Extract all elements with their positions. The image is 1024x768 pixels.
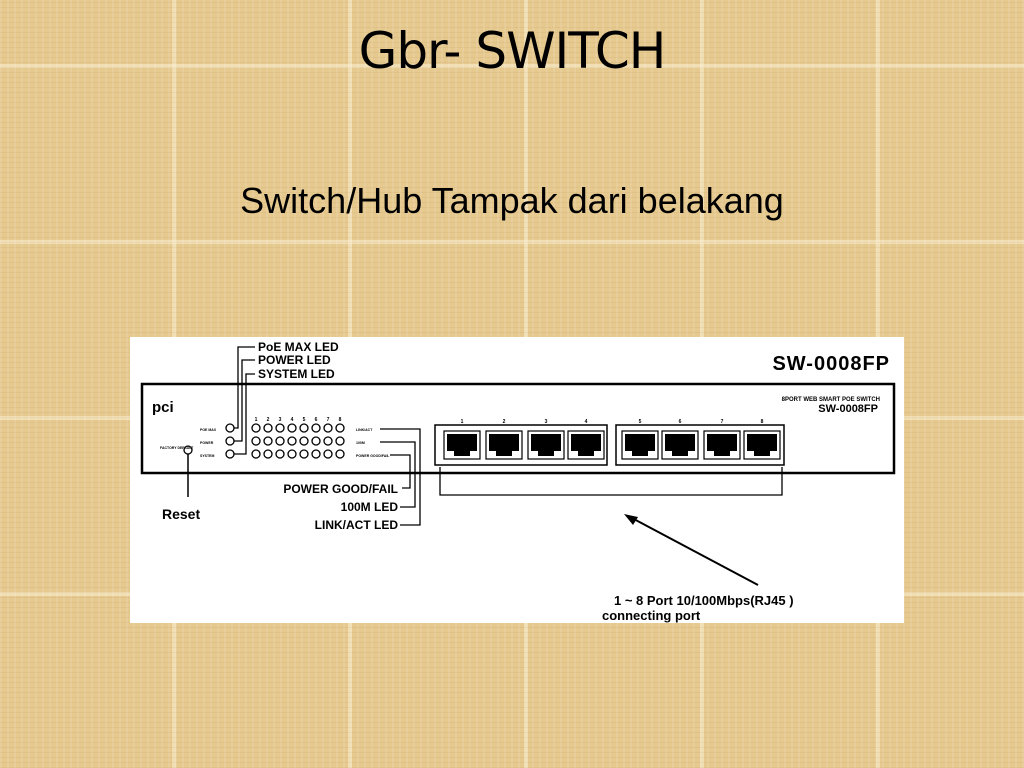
100m-leader xyxy=(380,441,416,508)
port-led-grid: 1 2 3 4 5 6 7 8 xyxy=(251,417,345,459)
port-status-led xyxy=(335,436,345,446)
rj45-port-socket xyxy=(625,434,655,456)
panel-status-label-1: 100M xyxy=(356,441,365,445)
port-number: 2 xyxy=(503,419,506,425)
rj45-port-socket xyxy=(447,434,477,456)
rj45-port xyxy=(703,430,741,460)
port-status-led xyxy=(311,436,321,446)
led-grid-number: 1 xyxy=(255,417,258,423)
port-caption-line1: 1 ~ 8 Port 10/100Mbps(RJ45 ) xyxy=(614,593,794,608)
rj45-port-socket xyxy=(747,434,777,456)
ports-bracket xyxy=(439,467,783,496)
port-status-led xyxy=(299,423,309,433)
led-2 xyxy=(225,449,235,459)
rj45-port-socket xyxy=(665,434,695,456)
panel-led-label-2: SYSTEM xyxy=(200,454,214,458)
panel-status-label-0: LINK/ACT xyxy=(356,428,373,432)
led-label-system: SYSTEM LED xyxy=(258,367,335,381)
led-grid-number: 5 xyxy=(303,417,306,423)
rj45-ports: 1 2 3 4 5 6 7 8 xyxy=(443,419,781,460)
led-0 xyxy=(225,423,235,433)
ports-arrow xyxy=(629,516,759,586)
rj45-port xyxy=(621,430,659,460)
port-status-led xyxy=(299,449,309,459)
port-status-led xyxy=(287,423,297,433)
port-group-1 xyxy=(434,424,608,466)
led-grid-number: 2 xyxy=(267,417,270,423)
rj45-port xyxy=(743,430,781,460)
port-status-led xyxy=(275,436,285,446)
power-good-leader xyxy=(390,454,411,489)
port-status-led xyxy=(311,423,321,433)
port-status-led xyxy=(251,423,261,433)
power-led-leader xyxy=(234,359,255,442)
port-status-led xyxy=(299,436,309,446)
port-status-led xyxy=(311,449,321,459)
left-led-column xyxy=(225,423,235,459)
rj45-port-socket xyxy=(707,434,737,456)
port-status-led xyxy=(287,449,297,459)
rj45-port xyxy=(527,430,565,460)
port-group-2 xyxy=(615,424,785,466)
panel-subtitle: 8PORT WEB SMART POE SWITCH xyxy=(782,397,880,403)
rj45-port xyxy=(567,430,605,460)
poe-led-leader xyxy=(234,346,255,429)
status-label-100m: 100M LED xyxy=(341,500,399,514)
port-number: 6 xyxy=(679,419,682,425)
port-status-led xyxy=(263,436,273,446)
port-number: 7 xyxy=(721,419,724,425)
rj45-port-socket xyxy=(571,434,601,456)
rj45-port xyxy=(443,430,481,460)
port-status-led xyxy=(275,423,285,433)
status-label-link-act: LINK/ACT LED xyxy=(315,518,399,532)
port-status-led xyxy=(263,449,273,459)
switch-diagram-svg: SW-0008FP pci 8PORT WEB SMART POE SWITCH… xyxy=(140,340,896,623)
port-number: 4 xyxy=(585,419,588,425)
port-status-led xyxy=(323,436,333,446)
port-number: 5 xyxy=(639,419,642,425)
system-led-leader xyxy=(234,373,255,455)
port-number: 3 xyxy=(545,419,548,425)
port-status-led xyxy=(335,449,345,459)
rj45-port-socket xyxy=(531,434,561,456)
port-status-led xyxy=(323,423,333,433)
port-status-led xyxy=(263,423,273,433)
led-grid-number: 7 xyxy=(327,417,330,423)
port-status-led xyxy=(287,436,297,446)
status-label-power-good: POWER GOOD/FAIL xyxy=(283,482,398,496)
port-status-led xyxy=(275,449,285,459)
port-number: 8 xyxy=(761,419,764,425)
led-label-power: POWER LED xyxy=(258,353,331,367)
panel-model: SW-0008FP xyxy=(818,403,878,415)
brand-logo: pci xyxy=(152,399,174,416)
port-caption-line2: connecting port xyxy=(602,608,701,623)
rj45-port xyxy=(661,430,699,460)
port-number: 1 xyxy=(461,419,464,425)
rj45-port-socket xyxy=(489,434,519,456)
slide-subtitle: Switch/Hub Tampak dari belakang xyxy=(240,180,784,221)
reset-small-label: FACTORY DEFAULT xyxy=(160,446,194,450)
panel-led-label-1: POWER xyxy=(200,441,214,445)
led-label-poe: PoE MAX LED xyxy=(258,340,339,354)
panel-led-label-0: POE MAX xyxy=(200,428,217,432)
slide-title: Gbr- SWITCH xyxy=(358,22,667,80)
rj45-port xyxy=(485,430,523,460)
port-status-led xyxy=(335,423,345,433)
port-status-led xyxy=(251,449,261,459)
led-grid-number: 8 xyxy=(339,417,342,423)
link-act-leader xyxy=(380,428,421,526)
led-grid-number: 3 xyxy=(279,417,282,423)
model-label: SW-0008FP xyxy=(772,353,890,375)
switch-diagram: SW-0008FP pci 8PORT WEB SMART POE SWITCH… xyxy=(130,337,904,623)
led-1 xyxy=(225,436,235,446)
reset-label: Reset xyxy=(162,506,200,522)
port-status-led xyxy=(251,436,261,446)
port-status-led xyxy=(323,449,333,459)
ports-arrowhead xyxy=(624,514,638,525)
led-grid-number: 6 xyxy=(315,417,318,423)
panel-status-label-2: POWER GOOD/FAIL xyxy=(356,454,390,458)
led-grid-number: 4 xyxy=(291,417,294,423)
